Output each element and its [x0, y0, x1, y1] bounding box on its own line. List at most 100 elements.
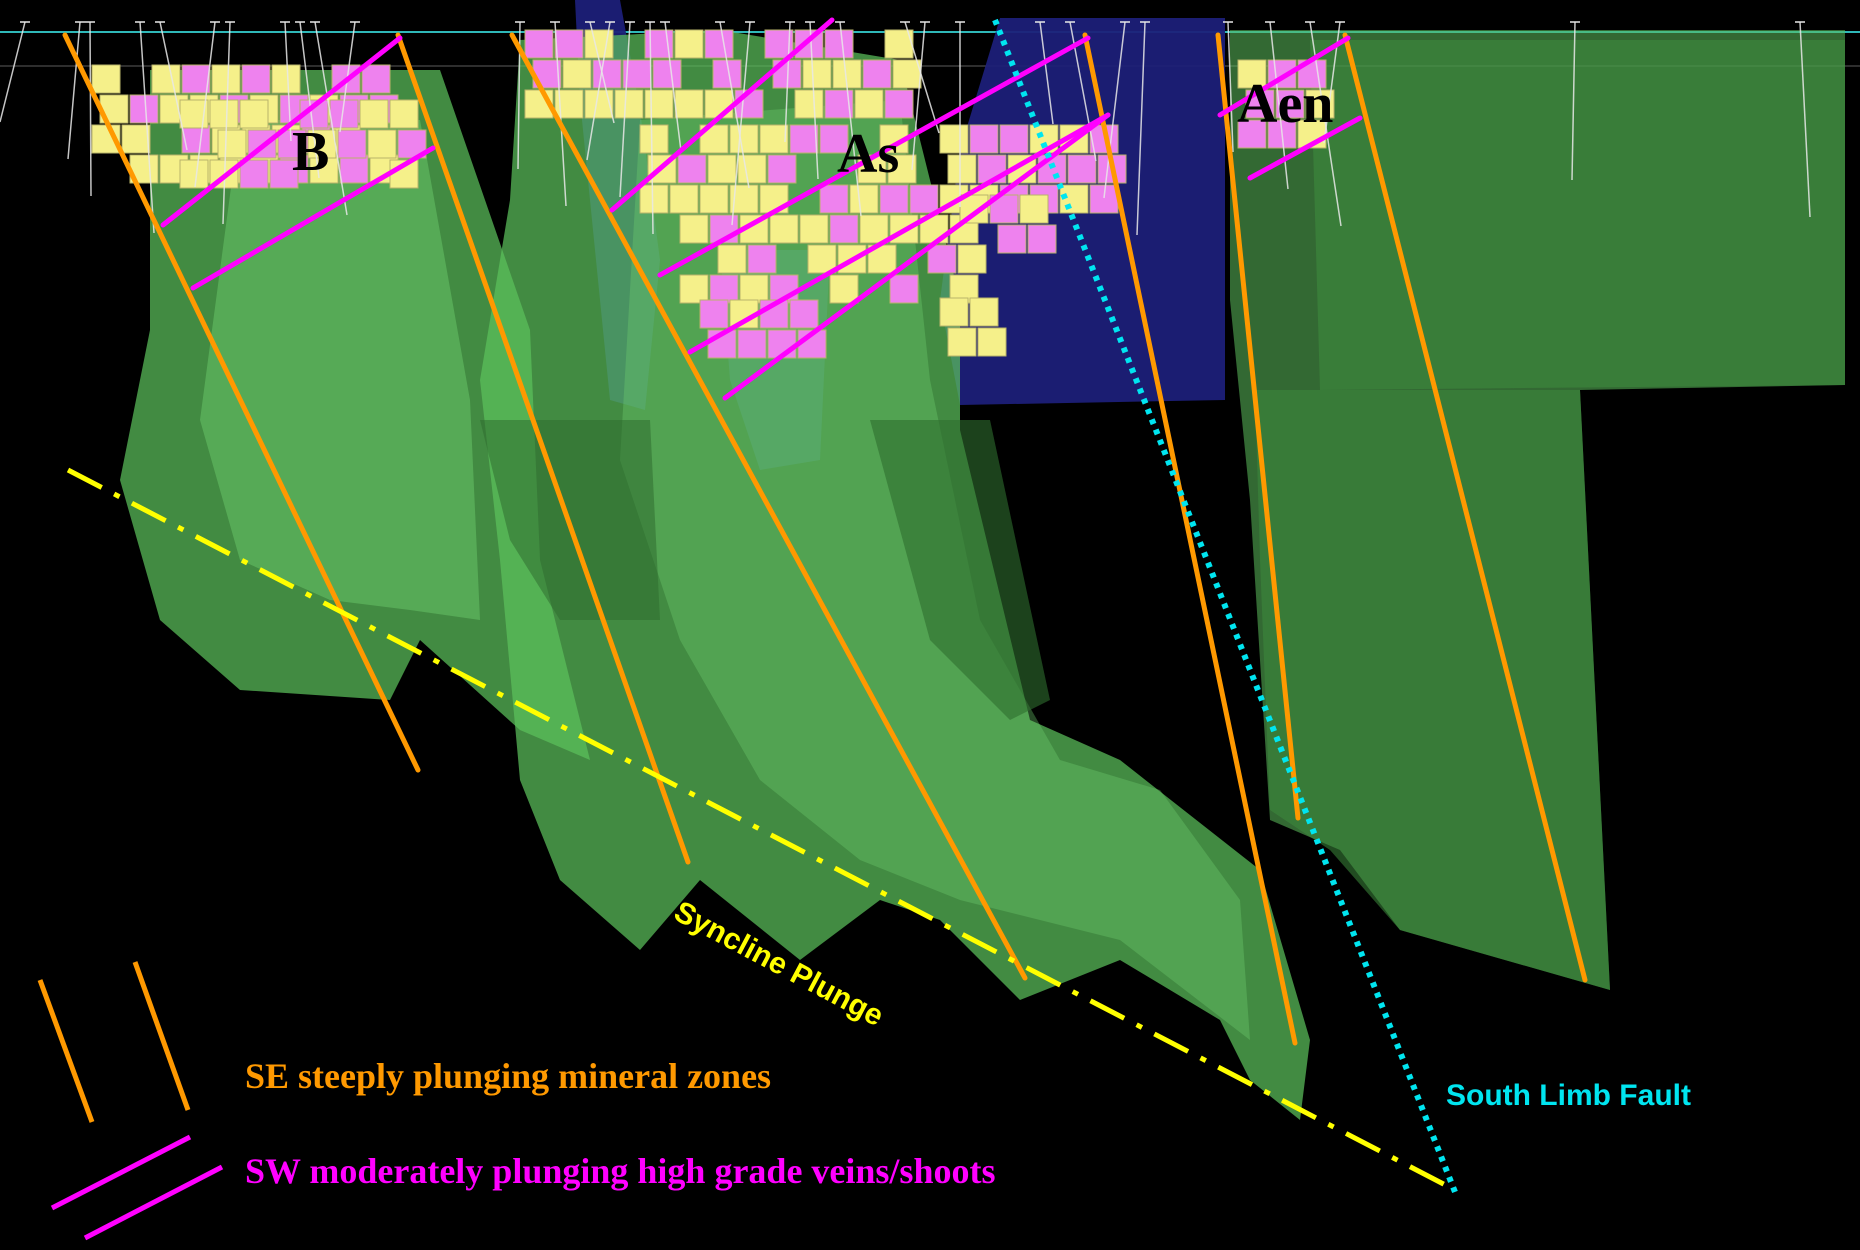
block-cell: [181, 64, 211, 94]
block-cell: [677, 154, 707, 184]
drill-hole: [67, 21, 81, 160]
block-cell: [699, 299, 729, 329]
block-cell: [859, 214, 889, 244]
drill-hole: [1069, 21, 1097, 162]
legend-se-swatch: [132, 961, 191, 1111]
drill-hole: [664, 21, 682, 152]
drill-hole: [222, 21, 231, 225]
se-zone-line: [1342, 32, 1588, 983]
block-cell: [699, 184, 729, 214]
block-cell: [644, 89, 674, 119]
block-cell: [807, 244, 837, 274]
block-cell: [999, 124, 1029, 154]
block-cell: [829, 214, 859, 244]
block-cell: [769, 214, 799, 244]
legend-sw-swatch: [83, 1164, 224, 1241]
block-cell: [1275, 89, 1305, 119]
block-cell: [389, 99, 419, 129]
block-cell: [1237, 59, 1267, 89]
block-cell: [211, 64, 241, 94]
block-cell: [217, 129, 247, 159]
block-cell: [824, 29, 854, 59]
sw-vein-line: [687, 112, 1111, 355]
drill-hole: [1799, 21, 1811, 218]
block-cell: [737, 154, 767, 184]
block-cell: [1059, 184, 1089, 214]
block-cell: [829, 274, 859, 304]
block-cell: [562, 59, 592, 89]
block-cell: [614, 89, 644, 119]
drill-hole: [589, 21, 615, 124]
drill-hole: [1571, 21, 1576, 181]
block-cell: [532, 59, 562, 89]
block-cell: [892, 59, 922, 89]
se-zone-line: [395, 32, 691, 865]
drill-hole: [911, 21, 926, 171]
drill-hole: [89, 21, 92, 197]
block-cell: [361, 64, 391, 94]
block-cell: [1019, 194, 1049, 224]
sw-vein-line: [657, 35, 1091, 278]
block-cell: [969, 297, 999, 327]
block-cell: [717, 244, 747, 274]
block-cell: [889, 274, 919, 304]
block-cell: [802, 59, 832, 89]
block-cell: [307, 129, 337, 159]
south-limb-fault-line: [992, 18, 1458, 1194]
block-cell: [799, 214, 829, 244]
se-zone-line: [509, 32, 1028, 981]
drill-hole: [1269, 21, 1289, 190]
block-cell: [1089, 184, 1119, 214]
block-cell: [339, 154, 369, 184]
drill-hole: [1136, 21, 1146, 236]
drill-hole: [0, 21, 26, 123]
block-cell: [909, 184, 939, 214]
block-cell: [939, 297, 969, 327]
block-cell: [679, 214, 709, 244]
block-cell: [271, 64, 301, 94]
block-cell: [524, 29, 554, 59]
drill-hole: [314, 21, 348, 216]
block-cell: [794, 89, 824, 119]
block-cell: [241, 64, 271, 94]
drill-hole: [619, 21, 631, 198]
drill-hole: [731, 21, 751, 226]
sw-vein-line: [609, 17, 835, 213]
legend-sw-swatch: [50, 1134, 192, 1211]
sw-vein-line: [160, 35, 403, 228]
block-cell: [789, 124, 819, 154]
block-cell: [747, 244, 777, 274]
block-cell: [729, 124, 759, 154]
block-cell: [337, 129, 367, 159]
drill-hole: [586, 21, 611, 161]
block-cell: [309, 154, 339, 184]
sw-vein-line: [722, 112, 1111, 401]
block-cell: [679, 274, 709, 304]
block-cell: [674, 29, 704, 59]
block-cell: [239, 99, 269, 129]
south-limb-fault-label: South Limb Fault: [1446, 1079, 1691, 1112]
block-cell: [639, 184, 669, 214]
block-cell: [652, 59, 682, 89]
block-cell: [927, 244, 957, 274]
block-cell: [854, 89, 884, 119]
block-cell: [121, 124, 151, 154]
block-cell: [977, 327, 1007, 357]
se-zone-lines: [62, 32, 1588, 1046]
block-cell: [669, 184, 699, 214]
block-cell: [592, 59, 622, 89]
block-cell: [947, 154, 977, 184]
drill-hole: [1039, 21, 1054, 125]
block-cell: [277, 129, 307, 159]
block-cell: [1027, 224, 1057, 254]
zone-label-b: B: [292, 121, 329, 183]
drill-hole: [719, 21, 750, 189]
block-cell: [151, 64, 181, 94]
drill-hole: [649, 21, 654, 235]
drill-hole: [809, 21, 819, 180]
block-cell: [181, 124, 211, 154]
block-cell: [209, 99, 239, 129]
zone-label-aen: Aen: [1237, 73, 1333, 135]
block-cell: [129, 154, 159, 184]
